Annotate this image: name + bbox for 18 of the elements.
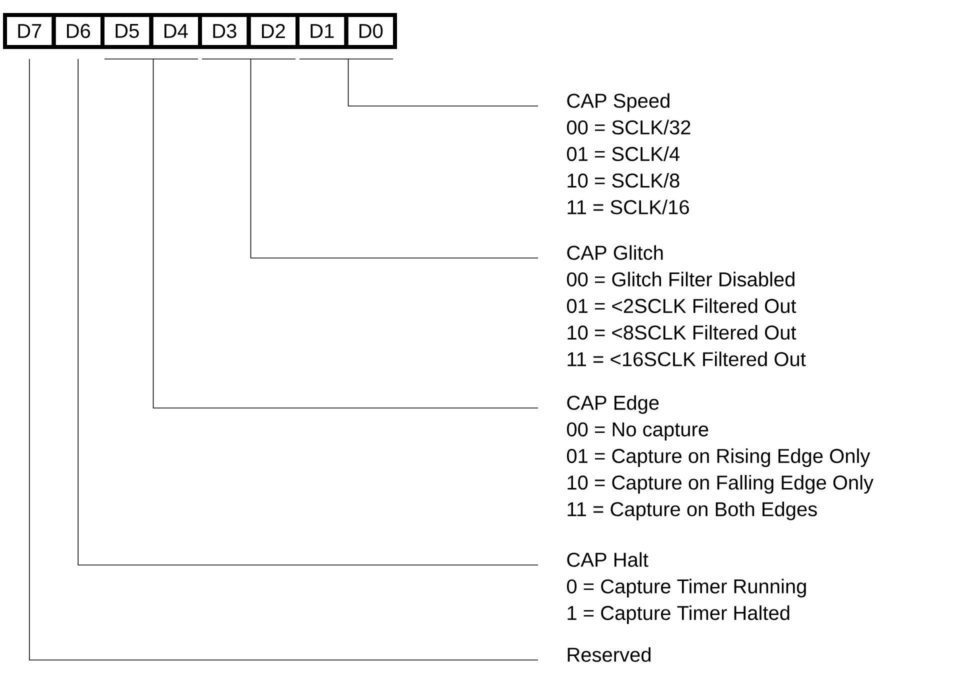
bit-cell: D3 (198, 13, 251, 49)
field-description: Reserved (568, 647, 650, 662)
bit-cell: D4 (149, 13, 202, 49)
field-description: CAP Edge 00 = No capture 01 = Capture on Rising Edge Only 10 = Capture on Falling Edge Only 11 = Capture on Both Edges (567, 395, 874, 520)
field-description: CAP Halt 0 = Capture Timer Running 1 = Capture Timer Halted (567, 552, 806, 624)
leader-line (29, 58, 538, 660)
bit-cell: D1 (296, 13, 348, 49)
field-description: CAP Glitch 00 = Glitch Filter Disabled 01 = <2SCLK Filtered Out 10 = <8SCLK Filtered Out 11 = <16SCLK Filtered Out (567, 245, 806, 366)
bit-cell: D7 (3, 13, 56, 49)
leader-line (104, 58, 538, 408)
leader-line (78, 58, 538, 566)
leader-line (299, 58, 538, 106)
bit-cell: D6 (52, 13, 104, 49)
leader-line (202, 58, 538, 258)
bit-cell: D5 (100, 13, 154, 49)
field-description: CAP Speed 00 = SCLK/32 01 = SCLK/4 10 = SCLK/8 11 = SCLK/16 (567, 93, 690, 214)
bit-cell: D0 (344, 13, 397, 49)
bit-cell: D2 (246, 13, 300, 49)
